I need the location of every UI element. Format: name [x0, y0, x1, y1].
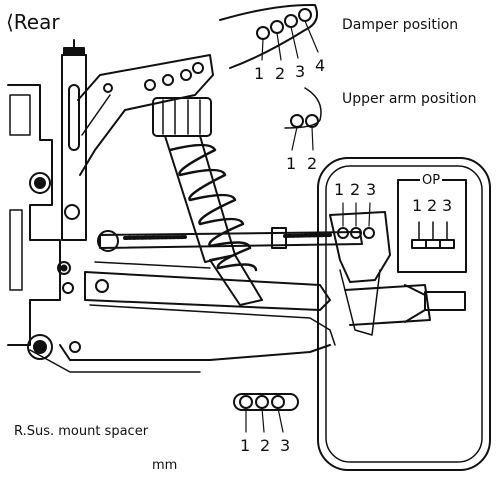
hub-carrier [329, 211, 466, 336]
mount-spacer-1: 1 [240, 436, 251, 455]
op-position-2: 2 [427, 196, 438, 215]
damper-position-callout [219, 3, 319, 69]
damper-position-3: 3 [295, 62, 306, 81]
shock-absorber [152, 97, 263, 306]
lower-arm [84, 261, 336, 346]
op-box [397, 179, 467, 273]
mount-spacer-unit: mm [152, 458, 178, 473]
upper-arm-position-callout [284, 87, 322, 151]
upper-arm-position-2: 2 [307, 154, 318, 173]
upper-arm-position-1: 1 [286, 154, 297, 173]
damper-position-1: 1 [254, 64, 265, 83]
upper-arm-position-label: Upper arm position [342, 91, 477, 107]
mount-spacer-3: 3 [280, 436, 291, 455]
damper-position-2: 2 [275, 64, 286, 83]
upper-link [97, 227, 363, 252]
mount-spacer-callout [233, 393, 299, 433]
mount-spacer-label: R.Sus. mount spacer [14, 424, 149, 439]
mount-spacer-2: 2 [260, 436, 271, 455]
op-position-3: 3 [442, 196, 453, 215]
hub-position-3: 3 [366, 180, 377, 199]
op-label: OP [420, 173, 443, 188]
wheel [317, 157, 491, 471]
diagram-title: ⟨Rear [6, 10, 60, 34]
hub-position-1: 1 [334, 180, 345, 199]
damper-stay [77, 54, 214, 176]
op-position-1: 1 [412, 196, 423, 215]
hub-position-leaders [342, 202, 371, 227]
hub-position-2: 2 [350, 180, 361, 199]
damper-position-4: 4 [315, 56, 326, 75]
chassis [7, 84, 331, 373]
slotted-post [61, 39, 87, 241]
damper-position-label: Damper position [342, 17, 459, 33]
